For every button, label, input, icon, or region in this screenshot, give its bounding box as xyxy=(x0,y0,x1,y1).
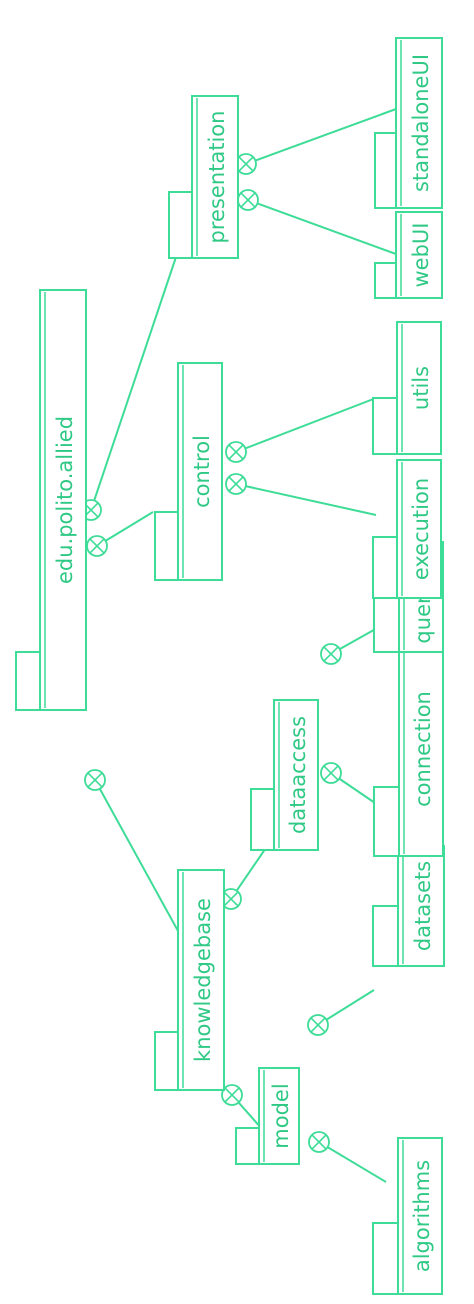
package-label: connection xyxy=(411,691,435,807)
nesting-model-datasets xyxy=(307,989,375,1036)
package-label: execution xyxy=(409,478,433,580)
nesting-control-execution xyxy=(225,473,377,516)
nesting-cross-stroke xyxy=(323,646,339,662)
package-standaloneUI[interactable]: standaloneUI xyxy=(374,37,443,209)
package-body xyxy=(396,321,442,455)
package-tab xyxy=(372,397,400,455)
package-label: presentation xyxy=(205,111,229,244)
nesting-cross-stroke xyxy=(240,192,256,208)
package-presentation[interactable]: presentation xyxy=(168,95,239,259)
package-body xyxy=(177,869,225,1091)
nesting-cross-stroke xyxy=(224,1087,240,1103)
nesting-cross-stroke xyxy=(223,891,239,907)
package-body xyxy=(177,362,223,581)
package-tab xyxy=(168,191,195,259)
package-label: datasets xyxy=(411,861,435,951)
nesting-line xyxy=(94,779,179,932)
package-connection[interactable]: connection xyxy=(373,641,444,857)
package-tab xyxy=(374,262,399,299)
package-datasets[interactable]: datasets xyxy=(372,845,445,967)
nesting-presentation-webUI xyxy=(237,189,397,255)
package-body xyxy=(396,459,442,599)
package-utils[interactable]: utils xyxy=(372,321,442,455)
package-tab xyxy=(15,651,43,711)
package-tab xyxy=(154,511,181,581)
package-knowledgebase[interactable]: knowledgebase xyxy=(154,869,225,1091)
nesting-root-presentation xyxy=(80,256,177,521)
nesting-line xyxy=(247,199,397,255)
nesting-cross-stroke xyxy=(311,1134,327,1150)
nesting-line xyxy=(235,397,377,453)
nesting-line xyxy=(317,989,375,1026)
package-label: webUI xyxy=(409,223,433,288)
package-webUI[interactable]: webUI xyxy=(374,211,443,299)
nesting-control-utils xyxy=(225,397,377,463)
package-label: algorithms xyxy=(410,1160,434,1272)
nesting-model-algorithms xyxy=(308,1131,387,1183)
package-tab xyxy=(250,788,277,851)
package-root[interactable]: edu.polito.allied xyxy=(15,289,87,711)
nesting-cross-stroke xyxy=(228,444,244,460)
nesting-line xyxy=(318,1141,387,1183)
package-label: edu.polito.allied xyxy=(53,416,77,584)
nesting-line xyxy=(235,483,377,516)
package-dataaccess[interactable]: dataaccess xyxy=(250,699,319,851)
package-label: dataaccess xyxy=(286,716,310,834)
nesting-root-knowledgebase xyxy=(84,769,179,932)
package-body xyxy=(191,95,239,259)
nesting-cross-stroke xyxy=(228,476,244,492)
package-tab xyxy=(372,536,400,599)
nesting-cross-stroke xyxy=(238,156,254,172)
package-tab xyxy=(374,132,399,209)
package-body xyxy=(398,641,444,857)
package-tab xyxy=(154,1031,181,1091)
package-body xyxy=(273,699,319,851)
package-algorithms[interactable]: algorithms xyxy=(372,1137,443,1295)
package-model[interactable]: model xyxy=(235,1067,300,1165)
nesting-cross-stroke xyxy=(323,765,339,781)
package-tab xyxy=(372,905,401,967)
nesting-connectors xyxy=(80,108,398,1183)
nesting-cross-stroke xyxy=(310,1017,326,1033)
package-tab xyxy=(373,597,402,653)
nesting-root-control xyxy=(86,511,154,557)
package-tab xyxy=(373,786,402,857)
nesting-presentation-standaloneUI xyxy=(235,108,397,175)
package-label: control xyxy=(190,435,214,508)
package-body xyxy=(397,845,445,967)
package-body xyxy=(395,211,443,299)
package-control[interactable]: control xyxy=(154,362,223,581)
nesting-cross-stroke xyxy=(87,772,103,788)
package-tab xyxy=(235,1127,262,1165)
nesting-cross-stroke xyxy=(89,538,105,554)
package-body xyxy=(258,1067,300,1165)
nesting-line xyxy=(90,256,177,511)
package-body xyxy=(397,1137,443,1295)
package-label: knowledgebase xyxy=(191,898,215,1062)
nesting-line xyxy=(245,108,397,165)
package-label: model xyxy=(269,1083,293,1148)
package-execution[interactable]: execution xyxy=(372,459,442,599)
package-tab xyxy=(372,1222,401,1295)
package-body xyxy=(395,37,443,209)
packages: edu.polito.allied knowledgebase control pre… xyxy=(15,37,445,1295)
package-label: utils xyxy=(409,366,433,410)
nesting-line xyxy=(96,511,154,547)
package-label: standaloneUI xyxy=(409,54,433,192)
package-body xyxy=(39,289,87,711)
nesting-knowledgebase-model xyxy=(221,1084,263,1130)
